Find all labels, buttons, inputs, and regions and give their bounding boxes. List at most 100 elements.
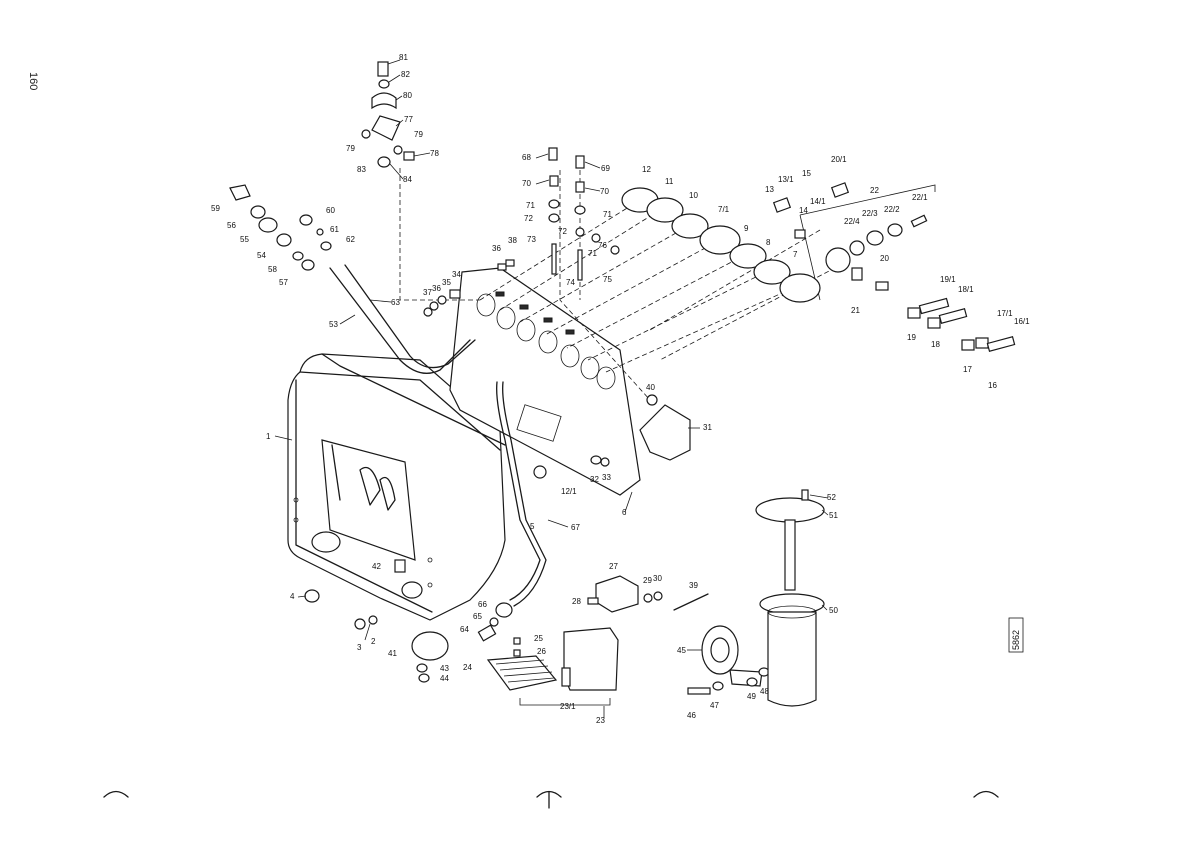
callout-72b: 72 <box>558 227 567 236</box>
callout-53: 53 <box>329 320 338 329</box>
callout-51: 51 <box>829 511 838 520</box>
callout-62: 62 <box>346 235 355 244</box>
callout-12-1: 12/1 <box>561 487 577 496</box>
callout-55: 55 <box>240 235 249 244</box>
callout-28: 28 <box>572 597 581 606</box>
callout-26: 26 <box>537 647 546 656</box>
callout-38: 38 <box>508 236 517 245</box>
switch-assemblies <box>907 297 1016 352</box>
callout-3: 3 <box>357 643 362 652</box>
callout-64: 64 <box>460 625 469 634</box>
clip-assembly <box>361 61 415 168</box>
callout-12: 12 <box>642 165 651 174</box>
oil-line <box>496 381 541 601</box>
callout-23-1: 23/1 <box>560 702 576 711</box>
callout-50: 50 <box>829 606 838 615</box>
instrument-housing <box>287 353 506 621</box>
callout-22-1: 22/1 <box>912 193 928 202</box>
callout-39: 39 <box>689 581 698 590</box>
callout-83: 83 <box>357 165 366 174</box>
callout-41: 41 <box>388 649 397 658</box>
callout-22: 22 <box>870 186 879 195</box>
callout-82: 82 <box>401 70 410 79</box>
callout-17-1: 17/1 <box>997 309 1013 318</box>
callout-13-1: 13/1 <box>778 175 794 184</box>
callout-15: 15 <box>802 169 811 178</box>
callout-75: 75 <box>603 275 612 284</box>
callout-27: 27 <box>609 562 618 571</box>
callout-68: 68 <box>522 153 531 162</box>
callout-78: 78 <box>430 149 439 158</box>
callout-22-3: 22/3 <box>862 209 878 218</box>
callout-79b: 79 <box>346 144 355 153</box>
callout-17: 17 <box>963 365 972 374</box>
fuel-tank-sender <box>755 489 825 707</box>
callout-46: 46 <box>687 711 696 720</box>
fuse-box <box>486 627 619 706</box>
callout-16: 16 <box>988 381 997 390</box>
callout-80: 80 <box>403 91 412 100</box>
callout-65: 65 <box>473 612 482 621</box>
callout-66: 66 <box>478 600 487 609</box>
voltage-regulator <box>587 575 663 613</box>
callout-labels: 1 2 3 4 5 6 7 7/1 8 9 10 11 12 12/1 13 1… <box>211 53 1030 725</box>
callout-84: 84 <box>403 175 412 184</box>
callout-70: 70 <box>522 179 531 188</box>
callout-72: 72 <box>524 214 533 223</box>
callout-14: 14 <box>799 206 808 215</box>
callout-54: 54 <box>257 251 266 260</box>
callout-71: 71 <box>526 201 535 210</box>
page-number: 160 <box>27 72 39 90</box>
callout-22-4: 22/4 <box>844 217 860 226</box>
callout-57: 57 <box>279 278 288 287</box>
callout-25: 25 <box>534 634 543 643</box>
callout-59: 59 <box>211 204 220 213</box>
callout-71b: 71 <box>603 210 612 219</box>
callout-7: 7 <box>793 250 798 259</box>
callout-35: 35 <box>442 278 451 287</box>
panel-fasteners <box>423 259 658 479</box>
callout-45: 45 <box>677 646 686 655</box>
assembly-leader-lines <box>399 168 936 401</box>
callout-44: 44 <box>440 674 449 683</box>
callout-19-1: 19/1 <box>940 275 956 284</box>
callout-69: 69 <box>601 164 610 173</box>
callout-36: 36 <box>432 284 441 293</box>
callout-18-1: 18/1 <box>958 285 974 294</box>
callout-52: 52 <box>827 493 836 502</box>
callout-79: 79 <box>414 130 423 139</box>
callout-24: 24 <box>463 663 472 672</box>
reference-number: 5862 <box>1011 630 1021 650</box>
tachometer-cable <box>344 264 476 369</box>
callout-14-1: 14/1 <box>810 197 826 206</box>
callout-20: 20 <box>880 254 889 263</box>
callout-37: 37 <box>423 288 432 297</box>
callout-60: 60 <box>326 206 335 215</box>
panel-bracket <box>639 404 691 461</box>
callout-81: 81 <box>399 53 408 62</box>
callout-76: 76 <box>598 241 607 250</box>
callout-67: 67 <box>571 523 580 532</box>
callout-58: 58 <box>268 265 277 274</box>
callout-34: 34 <box>452 270 461 279</box>
instrument-panel <box>449 267 641 496</box>
callout-21: 21 <box>851 306 860 315</box>
callout-49: 49 <box>747 692 756 701</box>
callout-1: 1 <box>266 432 271 441</box>
callout-70b: 70 <box>600 187 609 196</box>
callout-42: 42 <box>372 562 381 571</box>
speedometer-cable <box>329 267 471 374</box>
callout-2: 2 <box>371 637 376 646</box>
callout-22-2: 22/2 <box>884 205 900 214</box>
pipe-fittings <box>229 184 332 271</box>
callout-48: 48 <box>760 687 769 696</box>
callout-47: 47 <box>710 701 719 710</box>
callout-43: 43 <box>440 664 449 673</box>
oil-pressure-sender <box>477 602 513 642</box>
callout-11: 11 <box>665 177 674 186</box>
callout-61: 61 <box>330 225 339 234</box>
callout-5: 5 <box>530 522 535 531</box>
callout-77: 77 <box>404 115 413 124</box>
callout-16-1: 16/1 <box>1014 317 1030 326</box>
